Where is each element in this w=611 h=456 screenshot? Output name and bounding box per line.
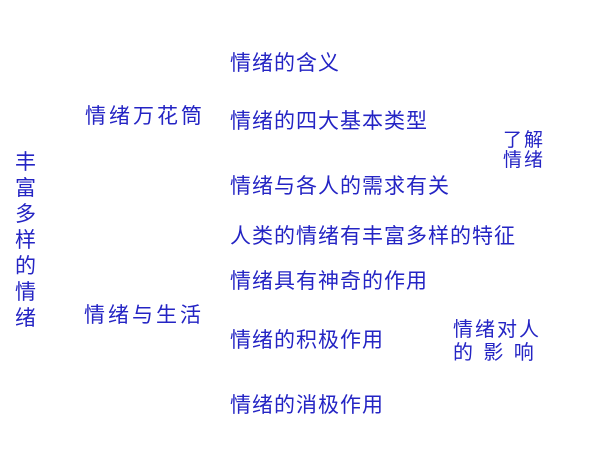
topic-magical-effects: 情绪具有神奇的作用 xyxy=(230,269,428,293)
topic-emotion-related-to-needs: 情绪与各人的需求有关 xyxy=(230,174,450,198)
topic-negative-effects: 情绪的消极作用 xyxy=(230,393,384,417)
summary-understand-emotions: 了解情绪 xyxy=(503,130,545,170)
topic-meaning-of-emotion: 情绪的含义 xyxy=(230,51,340,75)
summary-understand-emotions-line2: 情绪 xyxy=(503,149,546,171)
summary-emotion-impact-on-people: 情绪对人的 影 响 xyxy=(453,318,541,364)
summary-emotion-impact-line1: 情绪对人 xyxy=(453,317,541,341)
topic-four-basic-types: 情绪的四大基本类型 xyxy=(230,109,428,133)
root-topic: 丰富多样的情绪 xyxy=(15,150,36,330)
topic-rich-diverse-characteristics: 人类的情绪有丰富多样的特征 xyxy=(230,224,516,248)
branch-emotion-kaleidoscope: 情绪万花筒 xyxy=(85,104,205,128)
topic-positive-effects: 情绪的积极作用 xyxy=(230,328,384,352)
summary-understand-emotions-line1: 了解 xyxy=(503,129,546,151)
summary-emotion-impact-line2: 的 影 响 xyxy=(453,340,536,364)
branch-emotion-and-life: 情绪与生活 xyxy=(84,303,204,327)
